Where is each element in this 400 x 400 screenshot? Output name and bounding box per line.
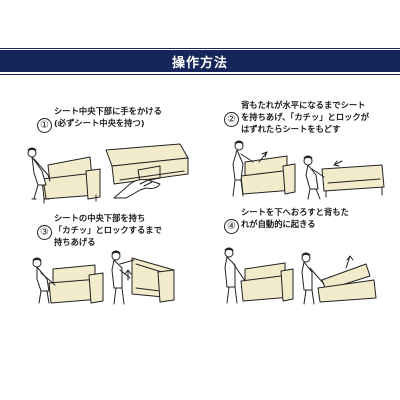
step-3-lift-seat-illustration xyxy=(32,257,104,304)
step-1-caption-line2: (必ずシート中央を持つ) xyxy=(54,118,145,128)
step-3-number: ③ xyxy=(37,225,52,240)
page-title: 操作方法 xyxy=(171,55,228,71)
step-4-caption-line2: れが自動的に起きる xyxy=(241,219,316,229)
step-2-caption-line2: を持ちあげ、「カチッ」とロックが xyxy=(241,112,370,122)
step-2-backrest-up-illustration xyxy=(232,140,296,197)
step-3-caption-line1: シートの中央下部を持ち xyxy=(54,213,146,223)
step-3-lock-illustration xyxy=(111,250,175,305)
header-bar: 操作方法 xyxy=(0,50,400,72)
step-4-caption-line1: シートを下へおろすと背もた xyxy=(241,207,349,217)
step-4-backrest-rises-illustration xyxy=(301,252,377,305)
step-1-caption-line1: シート中央下部に手をかける xyxy=(54,106,162,116)
step-2-caption-line1: 背もたれが水平になるまでシート xyxy=(241,100,366,110)
header-top-rule xyxy=(0,48,400,49)
step-4-number: ④ xyxy=(224,219,239,234)
header-bottom-rule xyxy=(0,74,400,75)
step-2-number: ② xyxy=(224,112,239,127)
step-3-caption-line3: 持ちあげる xyxy=(54,237,96,247)
step-2-seat-return-illustration xyxy=(303,155,385,200)
step-4-lower-seat-illustration xyxy=(224,247,294,304)
step-1-person-lifting-illustration xyxy=(27,147,101,204)
step-1-number: ① xyxy=(37,118,52,133)
step-1-hand-closeup-illustration xyxy=(105,143,189,199)
step-2-caption-line3: はずれたらシートをもどす xyxy=(241,124,341,134)
step-3-caption-line2: 「カチッ」とロックするまで xyxy=(54,225,162,235)
